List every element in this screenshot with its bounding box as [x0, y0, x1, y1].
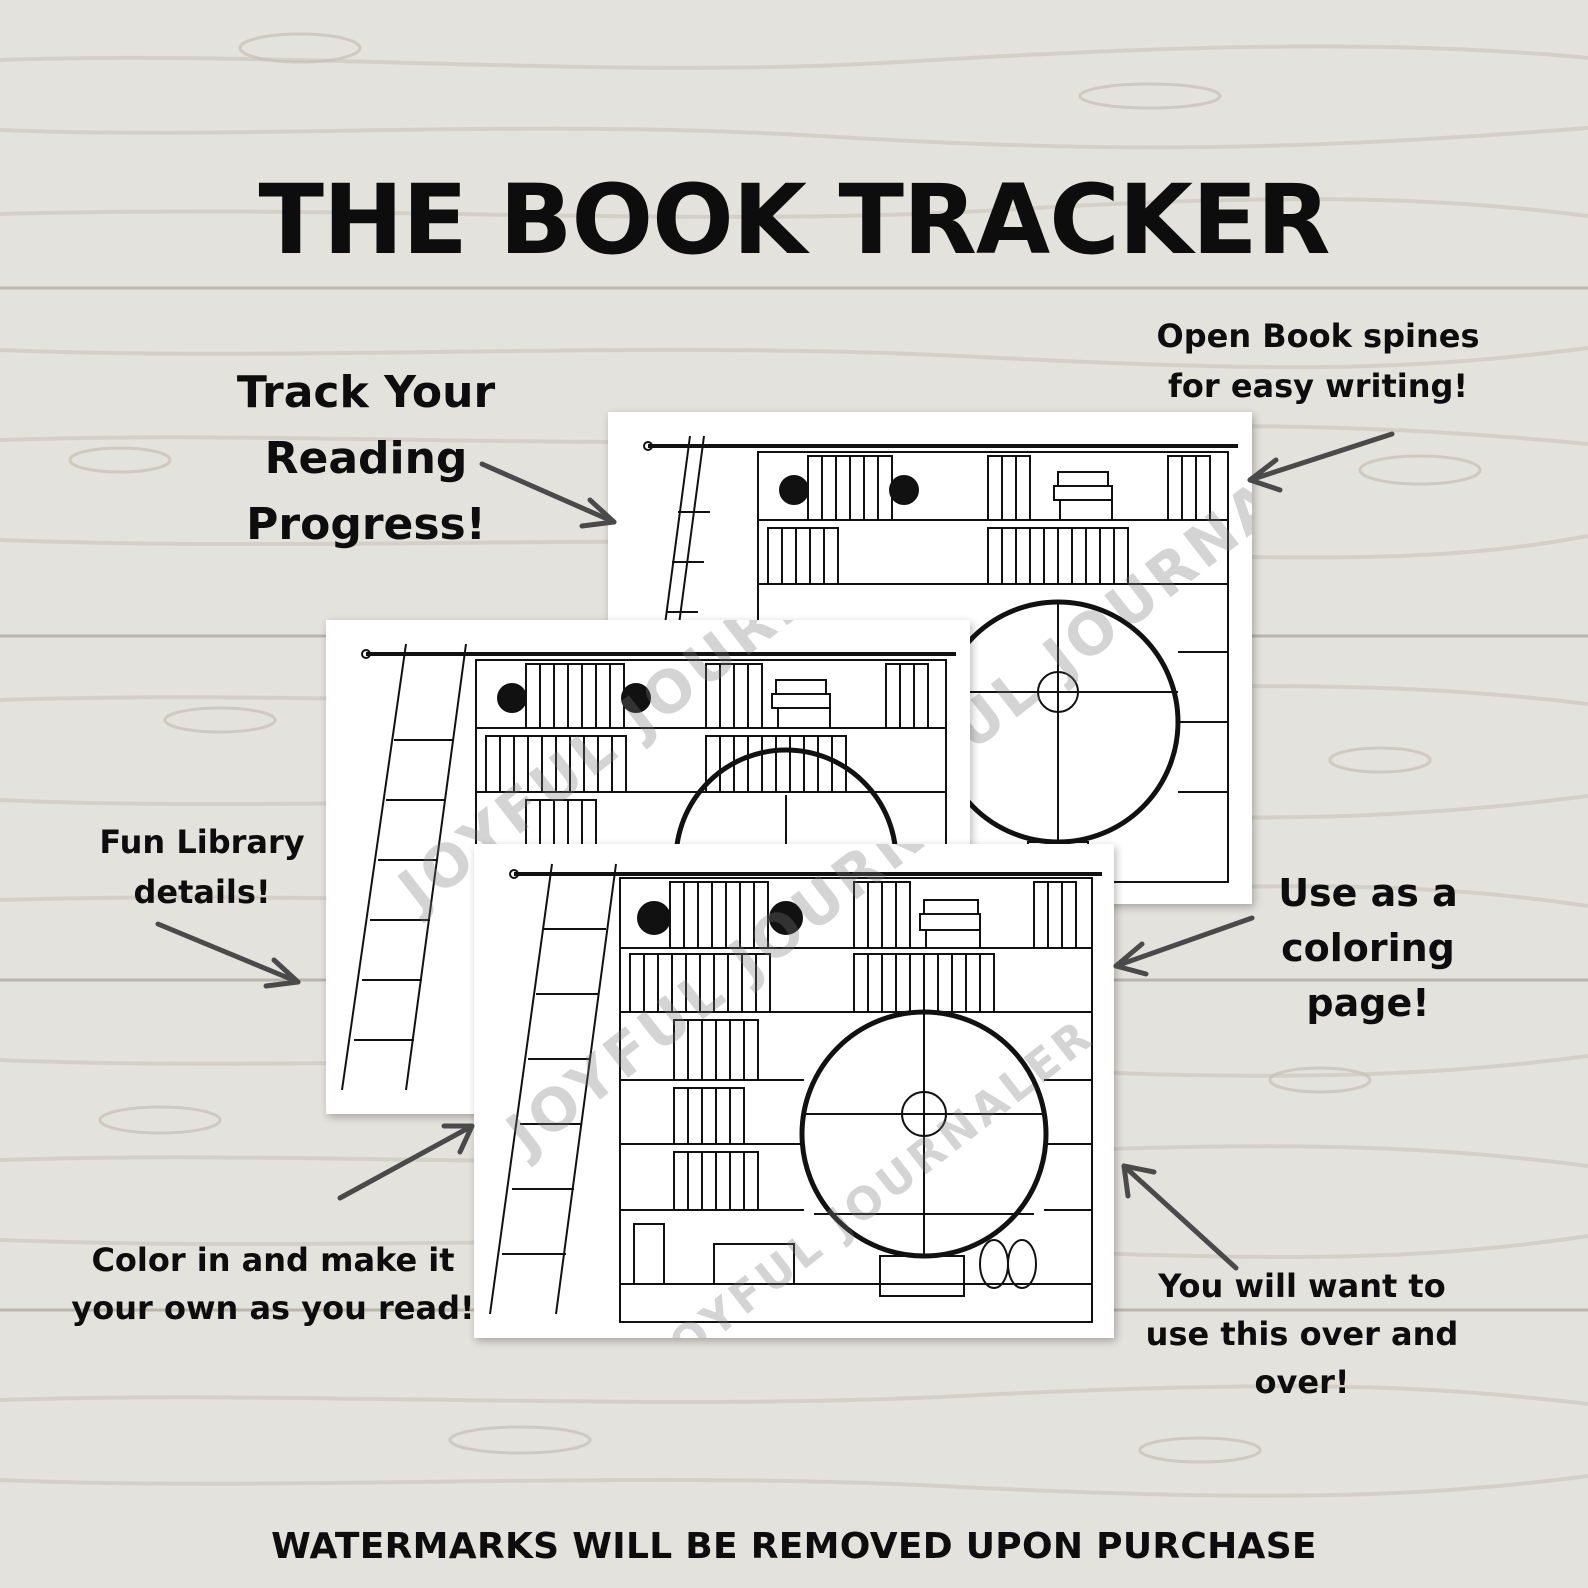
arrow-icon	[337, 1123, 475, 1201]
arrow-icon	[1113, 915, 1255, 977]
callout-open-spines: Open Book spines for easy writing!	[1156, 317, 1480, 405]
arrow-icon	[1247, 431, 1395, 493]
watermark-notice: WATERMARKS WILL BE REMOVED UPON PURCHASE	[271, 1526, 1317, 1567]
callout-library-details: Fun Library details!	[99, 823, 305, 911]
coloring-page-preview-front: JOYFUL JOURNALER JOYFUL JOURNALER	[474, 844, 1114, 1338]
arrow-icon	[1121, 1163, 1239, 1271]
callout-coloring-page: Use as a coloring page!	[1278, 871, 1458, 1026]
callout-color-in: Color in and make it your own as you rea…	[71, 1241, 475, 1327]
callout-track-progress: Track Your Reading Progress!	[236, 367, 496, 550]
library-line-art	[489, 863, 1102, 1323]
page-title: THE BOOK TRACKER	[258, 164, 1330, 276]
library-line-art	[341, 643, 956, 1101]
arrow-icon	[479, 461, 617, 529]
callout-reuse: You will want to use this over and over!	[1145, 1267, 1459, 1401]
arrow-icon	[155, 921, 301, 989]
